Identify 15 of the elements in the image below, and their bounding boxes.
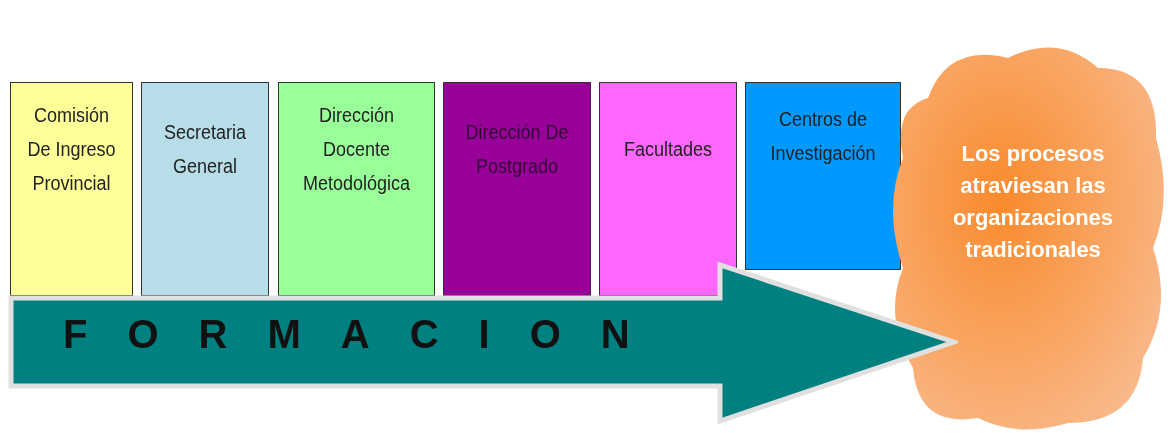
- unit-box: [278, 82, 435, 296]
- block-arrow: [8, 262, 958, 424]
- unit-name: Centros de Investigación: [769, 107, 877, 166]
- unit-name: Dirección De Postgrado: [464, 120, 570, 179]
- unit-name: Facultades: [623, 137, 713, 162]
- unit-name: Comisión De Ingreso Provincial: [26, 103, 117, 196]
- unit-box: [10, 82, 133, 296]
- unit-box: [599, 82, 737, 296]
- arrow-label: FORMACION: [63, 312, 670, 357]
- cloud-text: Los procesos atraviesan las organizaciones tradicionales: [951, 140, 1115, 264]
- unit-name: Dirección Docente Metodológica: [301, 103, 412, 196]
- unit-box: [745, 82, 901, 270]
- unit-box: [141, 82, 269, 296]
- unit-name: Secretaria General: [163, 120, 247, 179]
- unit-box: [443, 82, 591, 296]
